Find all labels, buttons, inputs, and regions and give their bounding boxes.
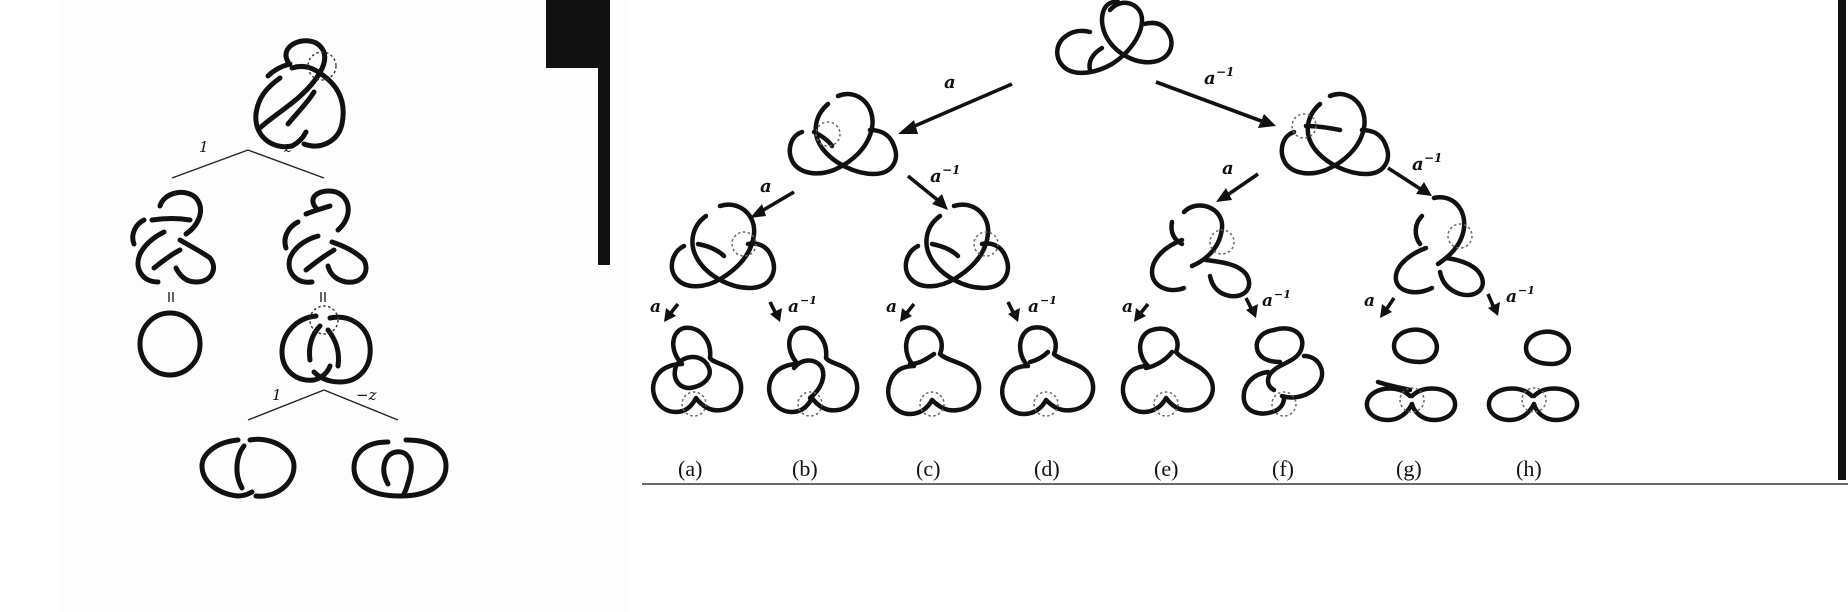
arrow-ainv-1: a −1: [768, 294, 817, 322]
svg-text:a: a: [886, 297, 897, 317]
level4-left-link: [199, 436, 297, 499]
level2-knot-1: [669, 202, 777, 291]
equals-sign-left: [168, 292, 174, 302]
level1-right-knot: [1279, 92, 1391, 177]
right-edge-bar: [1838, 0, 1846, 480]
svg-text:−1: −1: [1216, 65, 1234, 79]
equals-sign-right: [320, 292, 326, 302]
leaf-knot-c: [886, 325, 982, 417]
caption-b: (b): [792, 456, 818, 481]
level2-knot-3: [1149, 203, 1252, 299]
svg-text:−1: −1: [1424, 151, 1442, 165]
arrow-root-right: [1155, 80, 1276, 128]
svg-text:a: a: [1122, 297, 1133, 317]
svg-text:−1: −1: [1518, 284, 1535, 297]
top-knot: [253, 38, 346, 150]
crossing-circle: [307, 51, 337, 81]
leaf-knot-f: [1241, 326, 1325, 417]
svg-text:a: a: [788, 297, 799, 317]
arrow-l1l-right: [906, 174, 948, 210]
black-bar-vertical: [598, 0, 610, 265]
svg-text:−1: −1: [800, 294, 817, 307]
resolution-tree-diagram: a a −1 a: [642, 0, 1848, 485]
arrow-l1r-left: [1216, 172, 1260, 202]
leaf-knot-d: [1000, 325, 1096, 417]
caption-g: (g): [1396, 456, 1422, 481]
arrow-label-a-2: a: [760, 176, 772, 197]
arrow-a-3: a: [1122, 297, 1150, 322]
arrow-ainv-3: a −1: [1244, 288, 1291, 318]
arrow-l1l-left: [750, 190, 795, 218]
svg-text:a: a: [1412, 154, 1424, 175]
arrow-ainv-4: a −1: [1486, 284, 1535, 316]
level2-knot-2: [903, 202, 1011, 291]
leaf-knot-a: [650, 325, 744, 417]
svg-text:a: a: [1204, 68, 1216, 89]
level1-left-knot: [787, 92, 899, 177]
branch-label-1b: 1: [272, 386, 282, 404]
caption-a: (a): [678, 456, 702, 481]
svg-text:a: a: [930, 166, 942, 187]
root-trefoil: [1055, 0, 1174, 76]
caption-d: (d): [1034, 456, 1060, 481]
level2-right-knot: [282, 188, 369, 285]
leaf-knot-b: [766, 325, 860, 417]
arrow-label-a-inv-3: a −1: [1412, 151, 1442, 175]
branch-line-right-2: [323, 389, 399, 421]
branch-label-z: z: [283, 138, 292, 156]
branch-label-1: 1: [199, 138, 209, 156]
svg-text:a: a: [1364, 291, 1375, 311]
branch-line-right: [247, 149, 325, 179]
arrow-label-a: a: [944, 72, 956, 93]
svg-text:a: a: [650, 297, 661, 317]
level2-knot-4: [1393, 195, 1486, 298]
leaf-knot-h: [1486, 329, 1580, 423]
branch-line-left: [171, 149, 249, 179]
svg-text:−1: −1: [1040, 294, 1057, 307]
arrow-label-a-3: a: [1222, 158, 1234, 179]
caption-h: (h): [1516, 456, 1542, 481]
arrow-label-a-inv: a −1: [1204, 65, 1234, 89]
svg-text:a: a: [1262, 291, 1273, 311]
arrow-a-4: a: [1364, 291, 1396, 318]
arrow-label-a-inv-2: a −1: [930, 163, 960, 187]
svg-text:−1: −1: [942, 163, 960, 177]
leaf-knot-g: [1364, 327, 1458, 423]
arrow-ainv-2: a −1: [1006, 294, 1057, 322]
svg-text:−1: −1: [1274, 288, 1291, 301]
crossing-circle-2: [309, 305, 339, 335]
arrow-l1r-right: [1387, 166, 1432, 196]
caption-c: (c): [916, 456, 940, 481]
unknot: [137, 310, 203, 378]
resolution-tree-panel: a a −1 a: [642, 0, 1848, 612]
arrow-a-1: a: [650, 297, 680, 322]
caption-e: (e): [1154, 456, 1178, 481]
caption-f: (f): [1272, 456, 1294, 481]
branch-line-left-2: [247, 389, 325, 421]
level3-right-link: [279, 305, 373, 385]
level4-right-link: [351, 437, 449, 499]
branch-label-minus-z: −z: [356, 386, 377, 404]
skein-tree-diagram: 1 z: [130, 38, 449, 499]
arrow-root-left: [898, 82, 1013, 134]
level2-left-knot: [130, 189, 216, 285]
svg-text:a: a: [1506, 287, 1517, 307]
svg-text:a: a: [1028, 297, 1039, 317]
leaf-knot-e: [1120, 326, 1216, 417]
skein-tree-panel: 1 z: [58, 0, 626, 612]
arrow-a-2: a: [886, 297, 916, 322]
